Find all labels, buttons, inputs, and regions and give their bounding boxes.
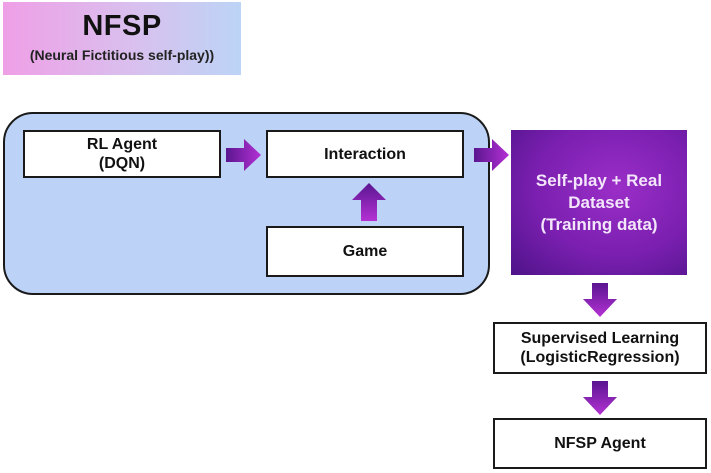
arrow-supervised-to-nfsp-agent	[583, 381, 617, 415]
nfsp-agent-label: NFSP Agent	[554, 435, 646, 452]
rl-agent-sublabel: (DQN)	[98, 155, 146, 172]
arrow-rl-to-interaction	[226, 139, 261, 171]
supervised-sublabel: (LogisticRegression)	[520, 349, 680, 366]
node-dataset: Self-play + Real Dataset (Training data)	[511, 130, 687, 275]
supervised-label: Supervised Learning	[520, 330, 680, 347]
arrow-game-to-interaction	[352, 183, 386, 221]
diagram-title-banner: NFSP (Neural Fictitious self-play))	[3, 2, 241, 75]
dataset-label-line3: (Training data)	[540, 214, 658, 234]
diagram-title: NFSP	[82, 10, 162, 42]
dataset-label-line1: Self-play + Real	[535, 170, 663, 190]
game-label: Game	[342, 243, 388, 260]
rl-agent-label: RL Agent	[86, 136, 158, 153]
interaction-label: Interaction	[324, 145, 406, 163]
node-interaction: Interaction	[266, 130, 464, 178]
arrow-interaction-to-dataset	[474, 139, 509, 171]
node-nfsp-agent: NFSP Agent	[493, 418, 707, 469]
node-supervised-learning: Supervised Learning (LogisticRegression)	[493, 322, 707, 374]
node-game: Game	[266, 226, 464, 277]
node-rl-agent: RL Agent (DQN)	[23, 130, 221, 178]
diagram-subtitle: (Neural Fictitious self-play))	[29, 47, 215, 63]
dataset-label-line2: Dataset	[568, 192, 630, 212]
arrow-dataset-to-supervised	[583, 283, 617, 317]
